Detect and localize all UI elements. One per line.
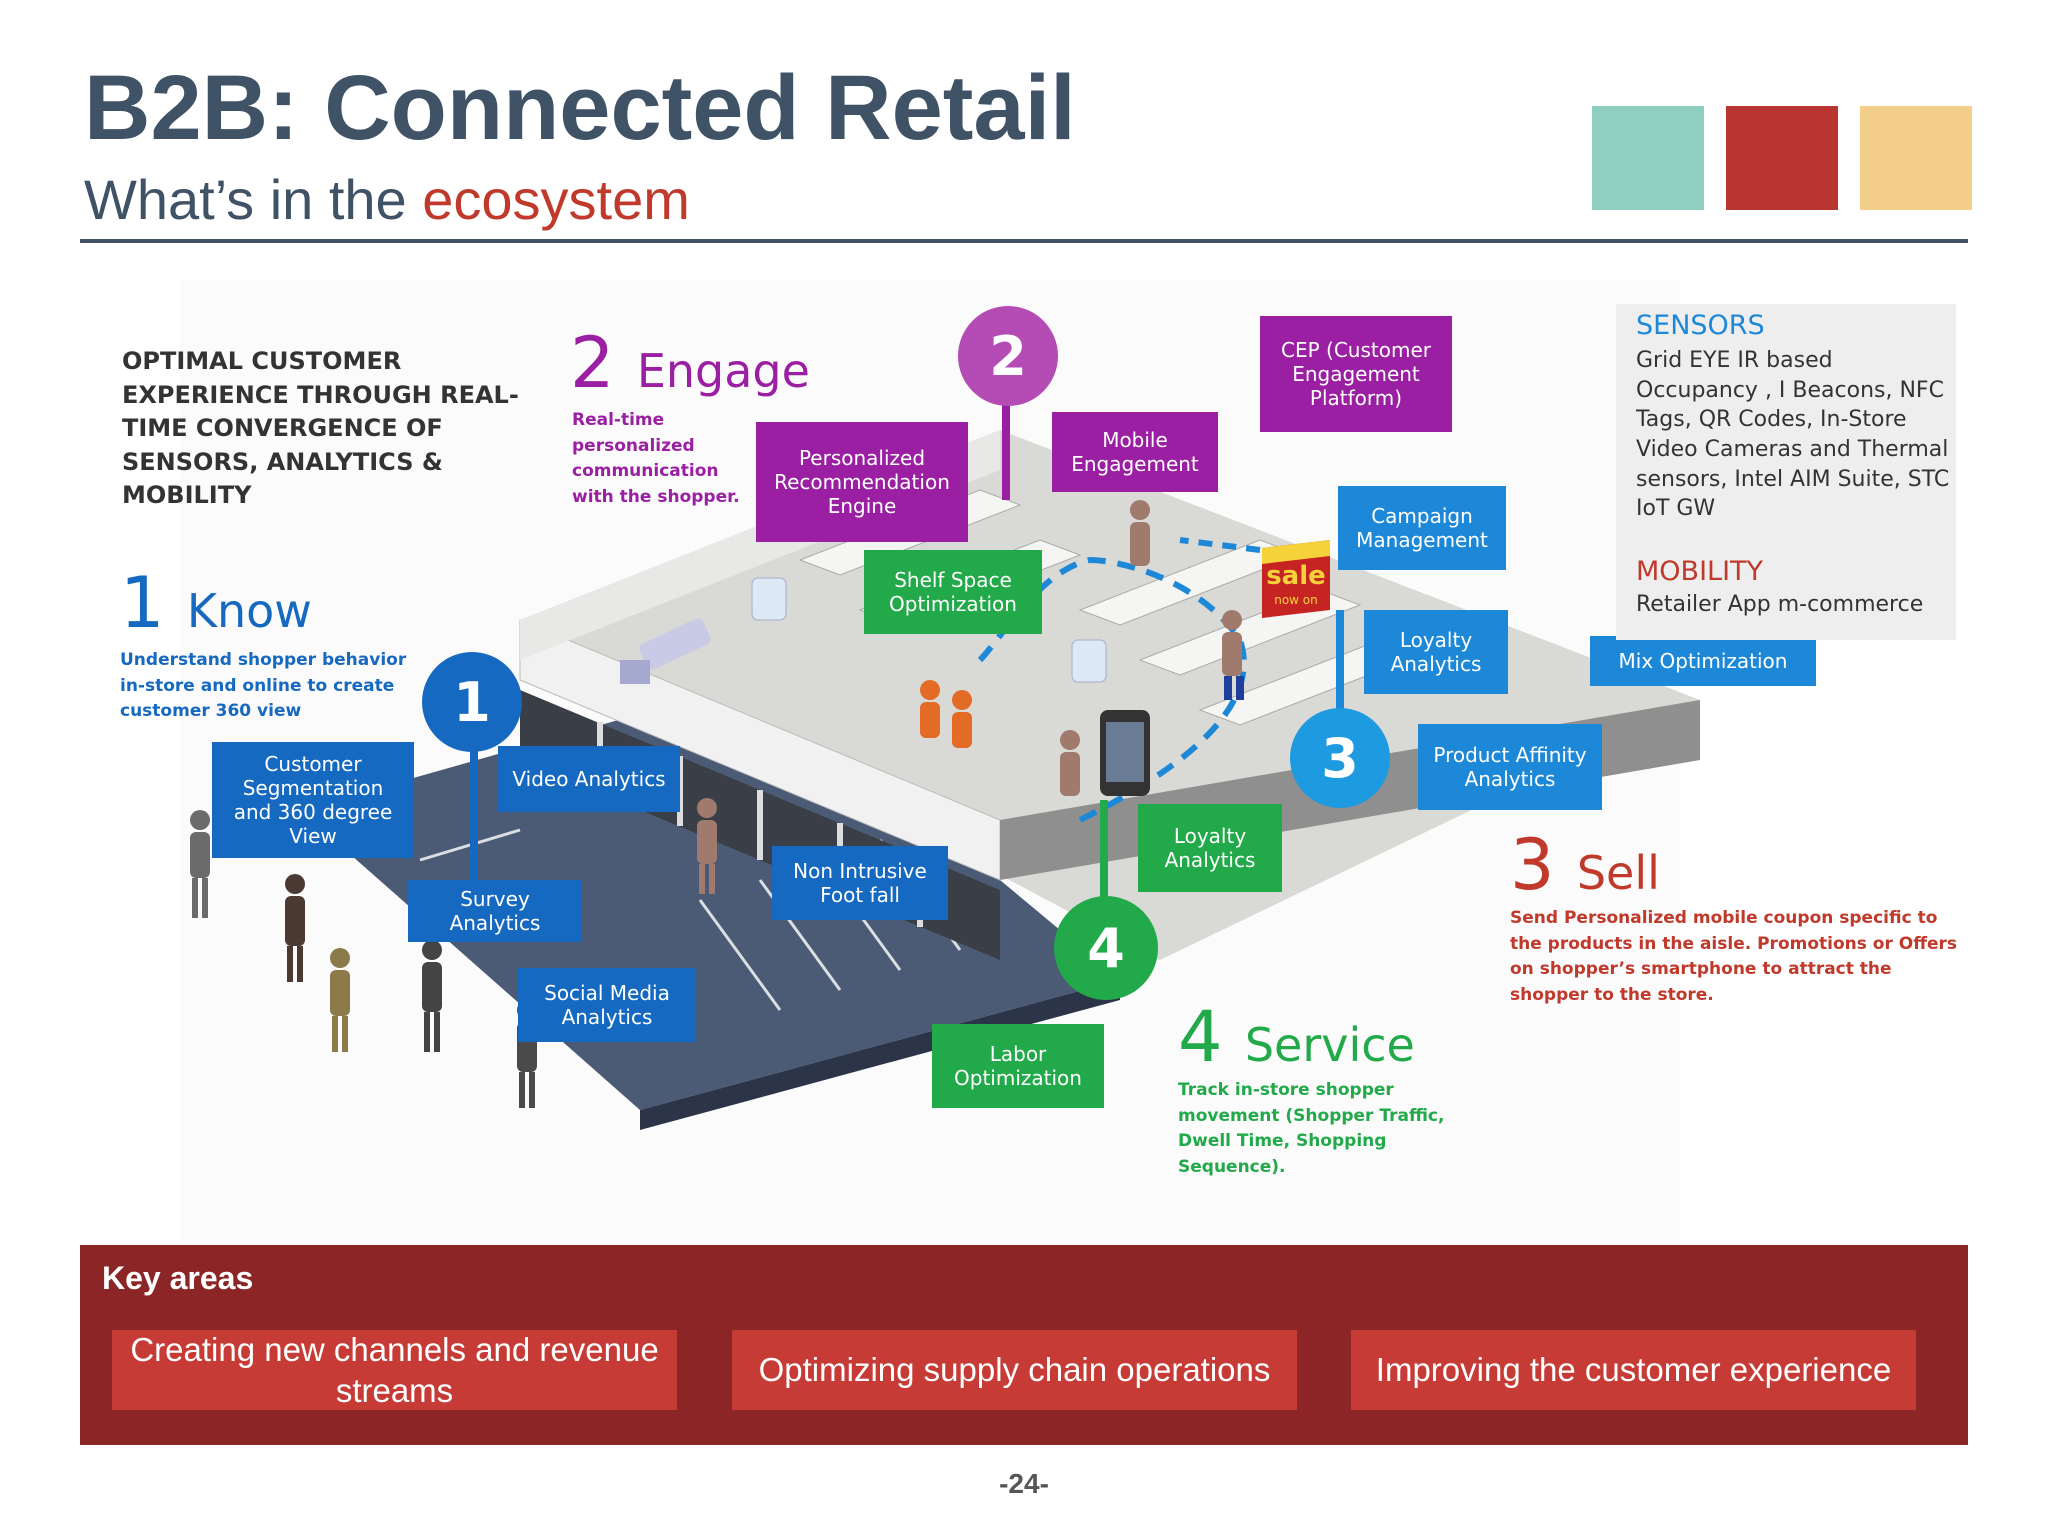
callout-labor-optimization: Labor Optimization [932, 1024, 1104, 1108]
security-camera [620, 618, 711, 684]
mobility-text: Retailer App m-commerce [1636, 592, 1924, 617]
stem-4 [1100, 800, 1108, 940]
sensors-text: Grid EYE IR based Occupancy , I Beacons,… [1636, 348, 1950, 522]
step-4-circle: 4 [1054, 896, 1158, 1000]
slide-title: B2B: Connected Retail [84, 57, 1076, 159]
title-rule [80, 239, 1968, 243]
decor-square-teal [1592, 106, 1704, 210]
callout-customer-segmentation: Customer Segmentation and 360 degree Vie… [212, 742, 414, 858]
callout-mix-optimization: Mix Optimization [1590, 636, 1816, 686]
callout-product-affinity: Product Affinity Analytics [1418, 724, 1602, 810]
sale-sign-text: sale [1266, 561, 1326, 591]
callout-mobile-engagement: Mobile Engagement [1052, 412, 1218, 492]
step-3-circle: 3 [1290, 708, 1390, 808]
stem-2 [1002, 380, 1010, 500]
parking-edge [640, 980, 1120, 1130]
callout-video-analytics: Video Analytics [498, 746, 680, 812]
step-1-circle: 1 [422, 652, 522, 752]
step-2-circle: 2 [958, 306, 1058, 406]
callout-survey-analytics: Survey Analytics [408, 880, 582, 942]
decor-square-yellow [1860, 106, 1972, 210]
smartphone [1100, 710, 1150, 796]
page-number: -24- [999, 1468, 1049, 1499]
step-2-desc: Real-time personalized communication wit… [572, 410, 740, 507]
shopper-path [977, 556, 1247, 823]
key-area-new-channels: Creating new channels and revenue stream… [112, 1330, 677, 1410]
shopper-path-2 [1179, 537, 1261, 553]
subtitle-accent: ecosystem [422, 168, 690, 231]
key-areas-title: Key areas [102, 1260, 254, 1296]
callout-loyalty-analytics-bottom: Loyalty Analytics [1138, 804, 1282, 892]
stem-1 [470, 710, 478, 880]
diagram-intro: OPTIMAL CUSTOMER EXPERIENCE THROUGH REAL… [122, 347, 519, 510]
callout-campaign-management: Campaign Management [1338, 486, 1506, 570]
callout-cep: CEP (Customer Engagement Platform) [1260, 316, 1452, 432]
sale-sign-subtext: now on [1274, 593, 1318, 607]
step-4-desc: Track in-store shopper movement (Shopper… [1178, 1080, 1445, 1177]
sensors-heading: SENSORS [1636, 310, 1765, 341]
step-3-desc: Send Personalized mobile coupon specific… [1510, 908, 1958, 1005]
callout-loyalty-analytics-top: Loyalty Analytics [1364, 610, 1508, 694]
key-area-customer-experience: Improving the customer experience [1351, 1330, 1916, 1410]
subtitle-prefix: What’s in the [84, 168, 423, 231]
callout-personalized-recommendation: Personalized Recommendation Engine [756, 422, 968, 542]
callout-shelf-space: Shelf Space Optimization [864, 550, 1042, 634]
decor-square-red [1726, 106, 1838, 210]
sale-sign [1262, 540, 1330, 618]
beacon-markers [751, 577, 1107, 683]
key-area-supply-chain: Optimizing supply chain operations [732, 1330, 1297, 1410]
step-1-desc: Understand shopper behavior in-store and… [120, 650, 407, 721]
step-4-label: 4 Service [1178, 996, 1415, 1078]
callout-social-media: Social Media Analytics [518, 968, 696, 1042]
slide-subtitle: What’s in the ecosystem [84, 172, 690, 228]
step-3-label: 3 Sell [1510, 824, 1660, 906]
stem-3 [1336, 610, 1344, 760]
callout-non-intrusive: Non Intrusive Foot fall [772, 846, 948, 920]
mobility-heading: MOBILITY [1636, 556, 1764, 587]
step-1-label: 1 Know [120, 562, 312, 644]
step-2-label: 2 Engage [570, 322, 810, 404]
sensors-mobility-box [1616, 304, 1956, 640]
